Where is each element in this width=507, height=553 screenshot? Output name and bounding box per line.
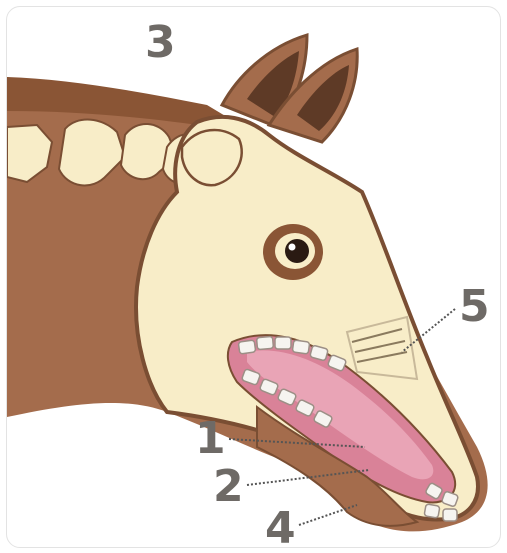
eye-highlight	[289, 244, 296, 251]
leader-line-4	[299, 505, 357, 525]
label-5: 5	[459, 285, 490, 329]
horse-head-illustration	[7, 7, 500, 547]
label-4: 4	[265, 507, 296, 548]
diagram-frame: 3 5 1 2 4	[6, 6, 501, 548]
eye-pupil	[285, 239, 309, 263]
label-2: 2	[213, 465, 244, 509]
label-1: 1	[195, 417, 226, 461]
label-3: 3	[145, 21, 176, 65]
